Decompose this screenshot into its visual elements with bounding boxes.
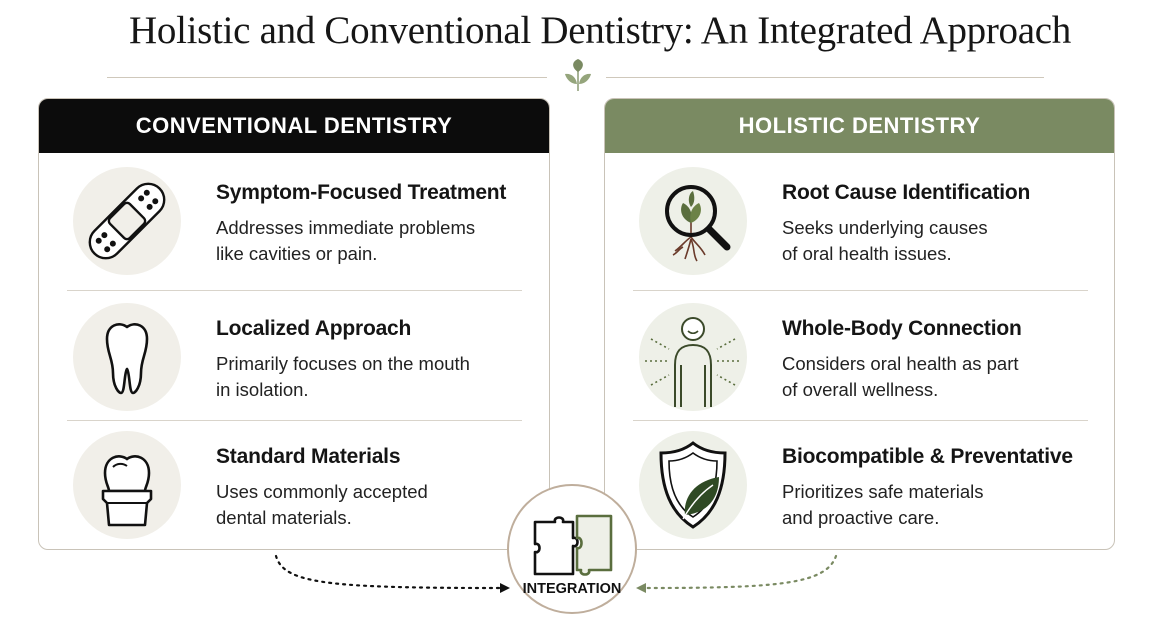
row-title: Symptom-Focused Treatment	[216, 181, 507, 204]
row-description-line: of overall wellness.	[782, 379, 939, 400]
list-item: Root Cause Identification Seeks underlyi…	[605, 153, 1114, 289]
holistic-header: HOLISTIC DENTISTRY	[605, 99, 1114, 153]
row-description: Prioritizes safe materials and proactive…	[782, 479, 1082, 531]
row-divider	[67, 290, 522, 291]
row-description: Considers oral health as part of overall…	[782, 351, 1082, 403]
row-description-line: of oral health issues.	[782, 243, 952, 264]
row-description-line: Primarily focuses on the mouth	[216, 353, 470, 374]
row-divider	[633, 420, 1088, 421]
tooth-icon	[73, 303, 181, 411]
row-description-line: like cavities or pain.	[216, 243, 378, 264]
list-item: Standard Materials Uses commonly accepte…	[39, 417, 549, 549]
list-item: Whole-Body Connection Considers oral hea…	[605, 289, 1114, 425]
title-divider-left	[107, 77, 547, 78]
row-title: Biocompatible & Preventative	[782, 445, 1073, 468]
row-description: Uses commonly accepted dental materials.	[216, 479, 516, 531]
row-title: Root Cause Identification	[782, 181, 1031, 204]
row-description-line: Uses commonly accepted	[216, 481, 428, 502]
row-description-line: Prioritizes safe materials	[782, 481, 984, 502]
shield-leaf-icon	[639, 431, 747, 539]
body-icon	[639, 303, 747, 411]
holistic-panel: HOLISTIC DENTISTRY Root Cause Identifica…	[604, 98, 1115, 550]
bandage-icon	[73, 167, 181, 275]
conventional-panel: CONVENTIONAL DENTISTRY Symptom-Focused T…	[38, 98, 550, 550]
row-divider	[633, 290, 1088, 291]
row-title: Standard Materials	[216, 445, 401, 468]
integration-label: INTEGRATION	[522, 581, 622, 597]
row-divider	[67, 420, 522, 421]
row-description: Seeks underlying causes of oral health i…	[782, 215, 1082, 267]
list-item: Symptom-Focused Treatment Addresses imme…	[39, 153, 549, 289]
page-title: Holistic and Conventional Dentistry: An …	[129, 9, 1071, 52]
title-divider-right	[606, 77, 1044, 78]
conventional-header: CONVENTIONAL DENTISTRY	[39, 99, 549, 153]
row-title: Localized Approach	[216, 317, 412, 340]
magnifier-plant-icon	[639, 167, 747, 275]
row-description: Primarily focuses on the mouth in isolat…	[216, 351, 516, 403]
row-description-line: and proactive care.	[782, 507, 940, 528]
row-description-line: Addresses immediate problems	[216, 217, 476, 238]
list-item: Localized Approach Primarily focuses on …	[39, 289, 549, 425]
list-item: Biocompatible & Preventative Prioritizes…	[605, 417, 1114, 549]
row-description-line: in isolation.	[216, 379, 309, 400]
row-description-line: Considers oral health as part	[782, 353, 1019, 374]
row-description-line: Seeks underlying causes	[782, 217, 988, 238]
sprig-icon	[565, 59, 591, 91]
row-description: Addresses immediate problems like caviti…	[216, 215, 516, 267]
row-title: Whole-Body Connection	[782, 317, 1022, 340]
crown-icon	[73, 431, 181, 539]
row-description-line: dental materials.	[216, 507, 352, 528]
integration-badge: INTEGRATION	[507, 484, 637, 614]
puzzle-icon	[533, 514, 613, 576]
